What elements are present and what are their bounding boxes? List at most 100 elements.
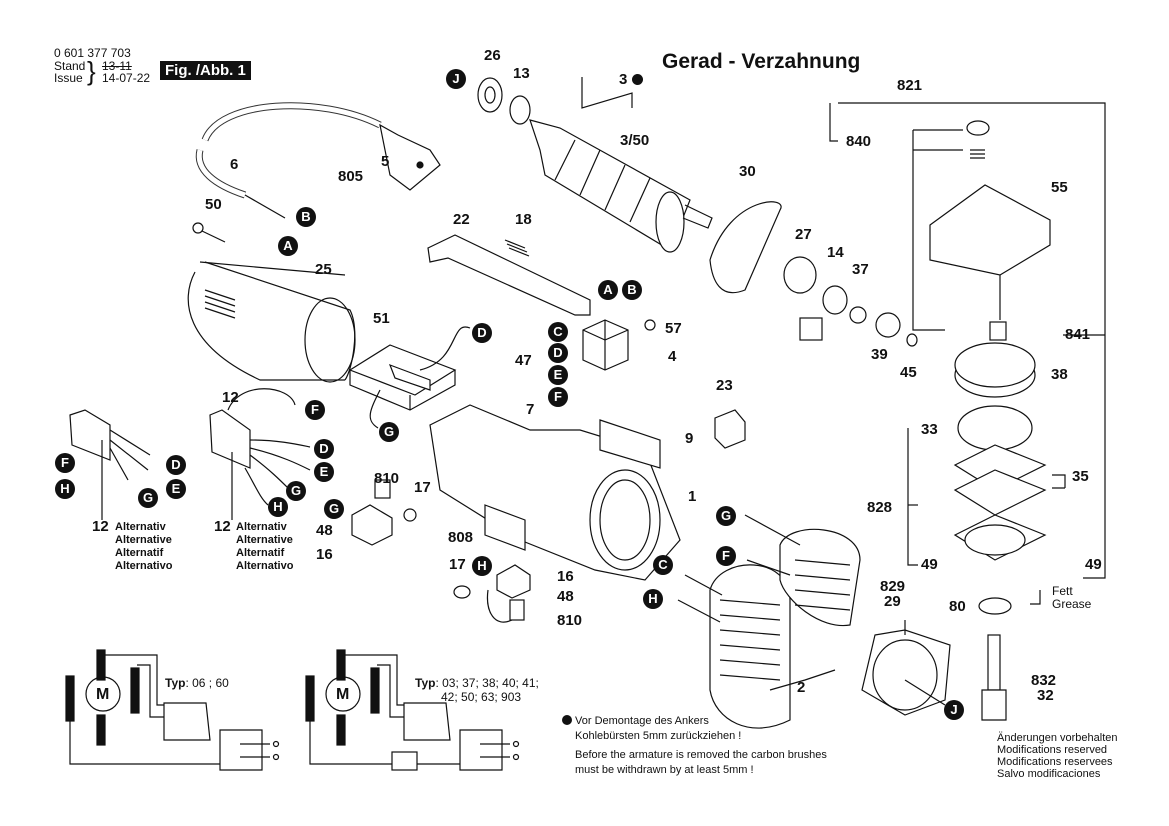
part-label: 45 (900, 364, 917, 381)
alternative-text-right: Alternativ Alternative Alternatif Altern… (236, 521, 293, 573)
brace-glyph: } (87, 56, 96, 86)
part-label: 47 (515, 352, 532, 369)
part-label: 37 (852, 261, 869, 278)
figure-badge: Fig. /Abb. 1 (160, 61, 251, 80)
connector-F-marker: F (716, 546, 736, 566)
connector-G-marker: G (138, 488, 158, 508)
part-label: 55 (1051, 179, 1068, 196)
part-label: 5 (381, 153, 390, 170)
connector-E-marker: E (314, 462, 334, 482)
part-label: 30 (739, 163, 756, 180)
mod-es: Salvo modificaciones (997, 768, 1101, 780)
power-cord-drawing (195, 102, 441, 219)
connector-A-marker: A (278, 236, 298, 256)
mod-fr: Modifications reservees (997, 756, 1113, 768)
note-en-1: Before the armature is removed the carbo… (575, 749, 827, 761)
connector-D-marker: D (314, 439, 334, 459)
alt-fr: Alternatif (236, 547, 285, 559)
connector-F-marker: F (548, 387, 568, 407)
typ-right: Typ: 03; 37; 38; 40; 41; (415, 676, 539, 690)
motor-housing-1-drawing (429, 404, 746, 581)
connector-H-marker: H (268, 497, 288, 517)
alt-fr: Alternatif (115, 547, 164, 559)
connector-D-marker: D (166, 455, 186, 475)
connector-E-marker: E (166, 479, 186, 499)
mod-de: Änderungen vorbehalten (997, 732, 1118, 744)
armature-note-bullet-icon (632, 74, 643, 85)
guard-30-drawing (709, 201, 918, 347)
connector-J-marker: J (446, 69, 466, 89)
diagram-title: Gerad - Verzahnung (662, 50, 861, 73)
connector-G-marker: G (379, 422, 399, 442)
part-label: 16 (557, 568, 574, 585)
connector-C-marker: C (653, 555, 673, 575)
connector-F-marker: F (55, 453, 75, 473)
motor-symbol-left: M (96, 686, 110, 703)
part-label: 17 (449, 556, 466, 573)
grease-note: Fett Grease (1052, 585, 1091, 611)
issue-date: 14-07-22 (102, 71, 151, 85)
part-label: 4 (668, 348, 677, 365)
part-label: 35 (1072, 468, 1089, 485)
housing-25-drawing (187, 261, 356, 383)
mod-en: Modifications reserved (997, 744, 1108, 756)
part-label: 12 (214, 518, 231, 535)
motor-symbol-right: M (336, 686, 350, 703)
old-stand-date: 13-11 (102, 59, 132, 73)
typ-values: : 06 ; 60 (185, 676, 229, 690)
typ-label: Typ (415, 676, 436, 690)
connector-H-marker: H (643, 589, 663, 609)
alt-en: Alternative (115, 534, 172, 546)
armature-3-drawing (477, 77, 713, 253)
part-label: 2 (797, 679, 806, 696)
part-label: 49 (1085, 556, 1102, 573)
part-label: 7 (526, 401, 535, 418)
wiring-diagram-left-drawing (65, 649, 280, 771)
part-label: 48 (316, 522, 333, 539)
wiring-diagram-right-drawing (305, 649, 520, 771)
module-12-left-drawing (69, 409, 151, 520)
connector-F-marker: F (305, 400, 325, 420)
module-12-right-drawing (209, 388, 311, 520)
part-label: 22 (453, 211, 470, 228)
switch-4-drawing (582, 319, 656, 371)
grease-en: Grease (1052, 597, 1092, 611)
part-label: 80 (949, 598, 966, 615)
brush-holder-drawing (351, 479, 531, 623)
gear-head-821-drawing (829, 102, 1106, 721)
part-label: 25 (315, 261, 332, 278)
connector-B-marker: B (296, 207, 316, 227)
part-label: 821 (897, 77, 923, 94)
connector-G-marker: G (286, 481, 306, 501)
typ-label: Typ (165, 676, 186, 690)
part-label: 16 (316, 546, 333, 563)
part-label: 39 (871, 346, 888, 363)
hood-29-drawing (861, 620, 951, 716)
part-label: 23 (716, 377, 733, 394)
connector-D-marker: D (472, 323, 492, 343)
connector-J-marker: J (944, 700, 964, 720)
alt-en: Alternative (236, 534, 293, 546)
part-label: 33 (921, 421, 938, 438)
alt-es: Alternativo (115, 560, 173, 572)
part-label: 26 (484, 47, 501, 64)
alt-de: Alternativ (115, 521, 166, 533)
connector-B-marker: B (622, 280, 642, 300)
part-label: 829 (880, 578, 906, 595)
note-de-1: Vor Demontage des Ankers (575, 715, 709, 727)
typ-right-line2: 42; 50; 63; 903 (441, 690, 522, 704)
part-label: 57 (665, 320, 682, 337)
part-label: 17 (414, 479, 431, 496)
part-label: 32 (1037, 687, 1054, 704)
screw-50-drawing (192, 222, 226, 243)
part-label: 48 (557, 588, 574, 605)
connector-C-marker: C (548, 322, 568, 342)
connector-D-marker: D (548, 343, 568, 363)
note-de-2: Kohlebürsten 5mm zurückziehen ! (575, 730, 742, 742)
part-label: 14 (827, 244, 844, 261)
lever-22-drawing (427, 234, 591, 316)
part-label: 3 (619, 71, 628, 88)
alt-es: Alternativo (236, 560, 294, 572)
